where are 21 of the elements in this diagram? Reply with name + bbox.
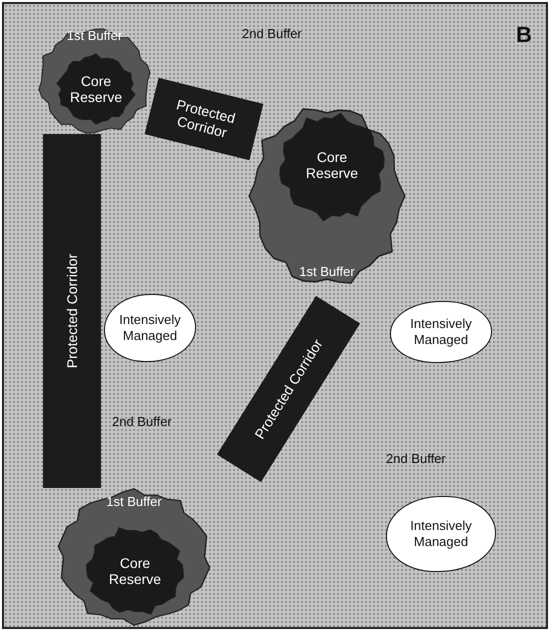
managed-area — [386, 496, 496, 572]
zone-label: 1st Buffer — [105, 494, 163, 510]
zone-label: 1st Buffer — [66, 28, 124, 44]
zone-label: Protected Corridor — [174, 95, 238, 143]
zone-label: Protected Corridor — [64, 252, 80, 370]
zone-label: Core Reserve — [108, 555, 162, 587]
panel-letter: B — [516, 22, 532, 48]
zone-label: Intensively Managed — [118, 312, 182, 344]
zone-label: Intensively Managed — [409, 518, 473, 550]
zone-label: 2nd Buffer — [242, 26, 302, 41]
managed-area — [390, 301, 492, 363]
zone-label: Core Reserve — [69, 73, 124, 105]
corridor-band — [43, 134, 101, 488]
corridor-band — [216, 296, 360, 482]
zone-label: Intensively Managed — [409, 316, 473, 348]
corridor-band — [144, 78, 264, 160]
managed-area — [104, 294, 196, 362]
zone-label: 2nd Buffer — [112, 414, 172, 429]
zone-label: Core Reserve — [304, 148, 360, 181]
zone-label: 1st Buffer — [298, 264, 356, 280]
zone-label: 2nd Buffer — [386, 451, 446, 466]
